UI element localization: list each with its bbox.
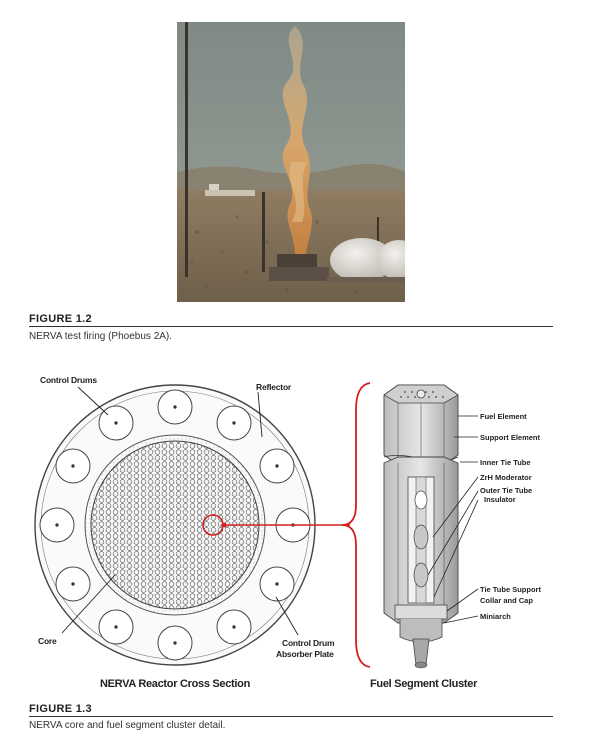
label-absorber-line2: Absorber Plate (276, 649, 334, 659)
control-drum (259, 566, 295, 602)
control-drum (157, 625, 193, 661)
nerva-core-diagram: Control Drums Reflector Core Control Dru… (34, 375, 541, 690)
label-inner-tie-tube: Inner Tie Tube (480, 458, 531, 467)
control-drum (55, 448, 91, 484)
nerva-test-firing-photo (177, 22, 405, 302)
label-reflector: Reflector (256, 382, 292, 392)
label-control-drums: Control Drums (40, 375, 97, 385)
reactor-cross-section (34, 384, 316, 666)
label-support-element: Support Element (480, 433, 541, 442)
cluster-bracket (341, 382, 371, 668)
control-drums (39, 389, 311, 661)
control-drum (216, 405, 252, 441)
figure-1-3-label: FIGURE 1.3 (29, 703, 92, 715)
label-tie-tube-support-line1: Tie Tube Support (480, 585, 541, 594)
figure-1-2-caption: NERVA test firing (Phoebus 2A). (29, 331, 173, 342)
cross-section-title: NERVA Reactor Cross Section (100, 678, 251, 690)
control-drum (39, 507, 75, 543)
control-drum (55, 566, 91, 602)
label-tie-tube-support-line2: Collar and Cap (480, 596, 533, 605)
control-drum (98, 609, 134, 645)
figure-1-2-rule (29, 326, 553, 327)
figure-1-2-label: FIGURE 1.2 (29, 313, 92, 325)
label-insulator: Insulator (484, 495, 516, 504)
fuel-segment-cluster-illustration (383, 384, 459, 669)
figure-1-3-caption: NERVA core and fuel segment cluster deta… (29, 720, 226, 731)
label-absorber-line1: Control Drum (282, 638, 335, 648)
label-outer-tie-tube: Outer Tie Tube (480, 486, 532, 495)
control-drum (216, 609, 252, 645)
label-fuel-element: Fuel Element (480, 412, 527, 421)
label-zrh-moderator: ZrH Moderator (480, 473, 532, 482)
label-core: Core (38, 636, 57, 646)
figure-1-3-rule (29, 716, 553, 717)
label-miniarch: Miniarch (480, 612, 511, 621)
control-drum (157, 389, 193, 425)
cluster-title: Fuel Segment Cluster (370, 678, 478, 690)
control-drum (259, 448, 295, 484)
